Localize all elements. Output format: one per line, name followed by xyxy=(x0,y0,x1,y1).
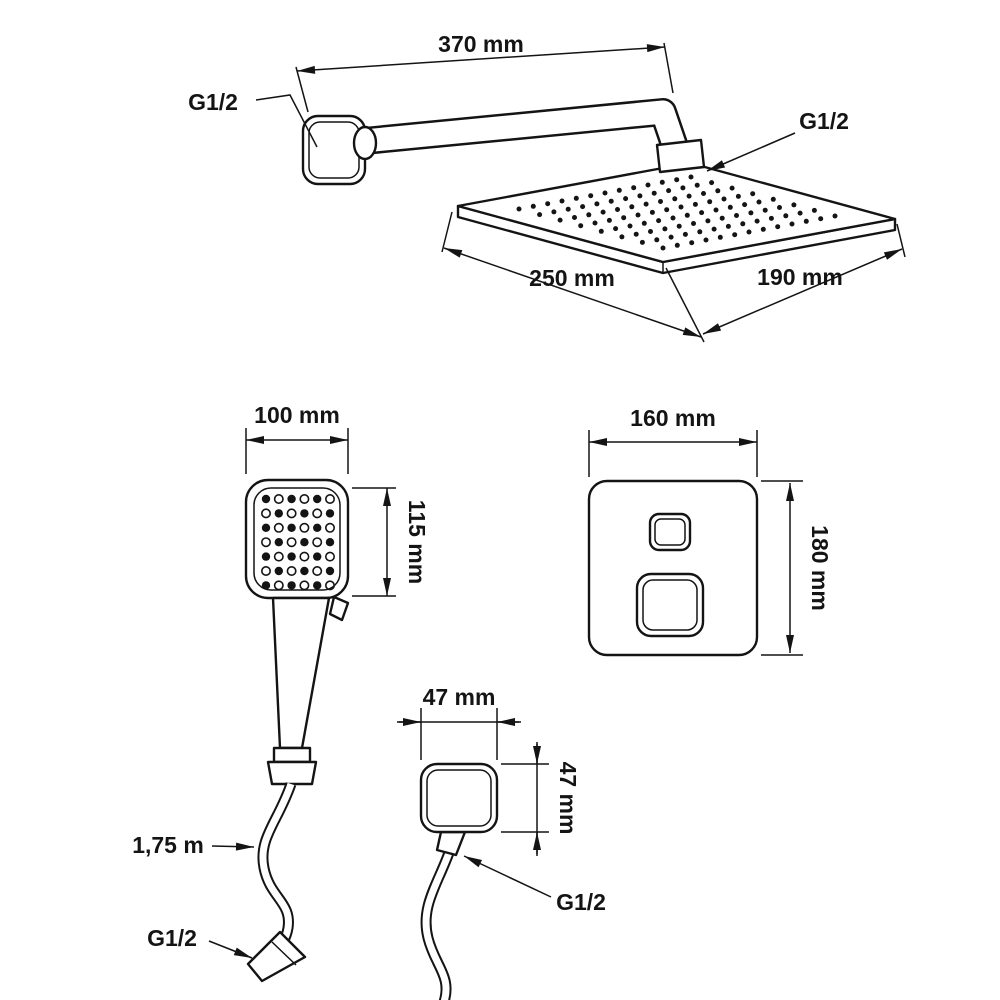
hose-end-fitting xyxy=(246,930,307,983)
dim-hand-width: 100 mm xyxy=(245,402,349,474)
outlet-body xyxy=(419,762,499,834)
shower-head-face xyxy=(456,161,897,264)
dim-head-width: 250 mm xyxy=(441,211,705,343)
leader-arrow xyxy=(208,940,253,959)
dim-head-depth: 190 mm xyxy=(702,223,906,335)
dim-hand-height-label: 115 mm xyxy=(404,500,430,584)
dim-outlet-height-label: 47 mm xyxy=(555,762,581,835)
diverter-button xyxy=(328,595,350,622)
shower-arm-inner xyxy=(362,100,688,157)
wall-outlet-assembly xyxy=(419,762,499,1000)
label-head-thread: G1/2 xyxy=(706,108,849,172)
hose-end-fitting-detail xyxy=(271,941,297,966)
dimension-line xyxy=(296,44,666,74)
label-hose-thread: G1/2 xyxy=(147,925,253,959)
hand-shower-handle xyxy=(271,596,331,750)
handle-nut xyxy=(272,746,312,764)
overhead-shower-assembly xyxy=(301,98,897,275)
hose-thread-label: G1/2 xyxy=(147,925,197,951)
dim-plate-width-label: 160 mm xyxy=(630,405,716,431)
large-control-inner xyxy=(642,579,698,631)
dimension-line xyxy=(443,247,702,338)
leader-line xyxy=(255,94,318,148)
extension-line xyxy=(663,42,674,94)
outlet-nozzle xyxy=(435,830,467,857)
leader-arrow xyxy=(463,855,552,898)
arm-head-nut xyxy=(655,138,706,174)
dimension-line xyxy=(702,248,903,335)
hand-shower-assembly xyxy=(244,478,350,983)
dim-outlet-width-label: 47 mm xyxy=(423,684,496,710)
shower-hose-inner xyxy=(259,782,295,960)
control-plate xyxy=(587,479,759,657)
dim-head-width-label: 250 mm xyxy=(529,265,615,291)
dim-plate-width: 160 mm xyxy=(588,405,758,477)
hose-coupling xyxy=(266,760,318,786)
rain-head-nozzle-dots xyxy=(516,174,838,251)
hand-shower-head-inner xyxy=(253,487,341,591)
dim-hand-width-label: 100 mm xyxy=(254,402,340,428)
label-outlet-thread: G1/2 xyxy=(463,855,606,915)
dim-arm-length-label: 370 mm xyxy=(438,31,524,57)
label-hose-length: 1,75 m xyxy=(132,832,255,858)
dim-outlet-height: 47 mm xyxy=(501,742,581,856)
outlet-hose-inner xyxy=(422,848,454,1000)
small-button-inner xyxy=(654,518,686,546)
dim-plate-height: 180 mm xyxy=(761,480,833,656)
large-control xyxy=(635,572,705,638)
outlet-body-inner xyxy=(426,769,492,827)
dim-hand-height: 115 mm xyxy=(352,487,430,597)
hose-length-label: 1,75 m xyxy=(132,832,204,858)
dim-outlet-width: 47 mm xyxy=(397,684,521,760)
dim-head-depth-label: 190 mm xyxy=(757,264,843,290)
extension-line xyxy=(441,211,453,253)
wall-thread-label: G1/2 xyxy=(188,89,238,115)
dim-arm-length: 370 mm xyxy=(295,31,674,113)
extension-line xyxy=(295,66,309,113)
arm-wall-collar xyxy=(352,125,378,161)
hand-head-nozzle-dots xyxy=(260,493,335,591)
small-button xyxy=(648,512,692,552)
outlet-thread-label: G1/2 xyxy=(556,889,606,915)
leader-arrow xyxy=(706,132,796,172)
dim-plate-height-label: 180 mm xyxy=(807,525,833,611)
label-wall-thread: G1/2 xyxy=(188,89,318,148)
leader-arrow xyxy=(211,842,255,851)
extension-line xyxy=(896,223,906,258)
head-thread-label: G1/2 xyxy=(799,108,849,134)
control-plate-assembly xyxy=(587,479,759,657)
